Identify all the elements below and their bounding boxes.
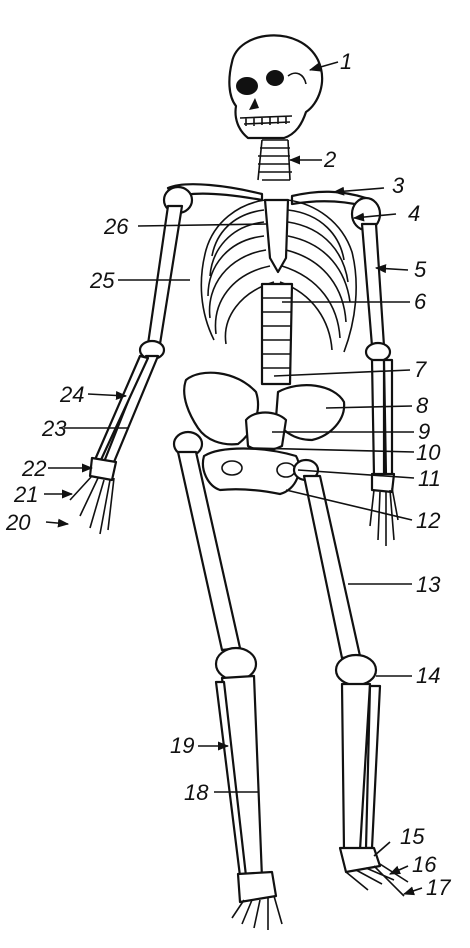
leader-lines <box>44 61 423 896</box>
right-leg <box>292 458 409 897</box>
label-3: 3 <box>392 173 405 198</box>
left-leg <box>172 430 283 930</box>
label-20: 20 <box>5 510 31 535</box>
number-labels: 1 2 3 4 5 6 7 8 9 10 11 12 13 14 15 16 1… <box>5 49 451 900</box>
skull <box>228 34 324 140</box>
right-arm <box>360 222 399 546</box>
label-17: 17 <box>426 875 451 900</box>
label-26: 26 <box>103 214 129 239</box>
label-2: 2 <box>323 147 336 172</box>
label-23: 23 <box>41 416 67 441</box>
label-6: 6 <box>414 289 427 314</box>
label-25: 25 <box>89 268 115 293</box>
cervical-spine <box>257 139 292 181</box>
label-1: 1 <box>340 49 352 74</box>
label-11: 11 <box>418 466 441 491</box>
label-14: 14 <box>416 663 440 688</box>
label-21: 21 <box>13 482 38 507</box>
label-19: 19 <box>170 733 194 758</box>
label-13: 13 <box>416 572 441 597</box>
label-16: 16 <box>412 852 437 877</box>
label-9: 9 <box>418 419 430 444</box>
label-8: 8 <box>416 393 429 418</box>
pelvis <box>183 371 346 496</box>
label-4: 4 <box>408 201 420 226</box>
label-22: 22 <box>21 456 46 481</box>
left-arm <box>69 204 184 535</box>
label-24: 24 <box>59 382 84 407</box>
label-7: 7 <box>414 357 427 382</box>
lumbar-spine <box>260 282 294 386</box>
label-5: 5 <box>414 257 427 282</box>
label-10: 10 <box>416 440 441 465</box>
label-15: 15 <box>400 824 425 849</box>
label-12: 12 <box>416 508 440 533</box>
label-18: 18 <box>184 780 209 805</box>
